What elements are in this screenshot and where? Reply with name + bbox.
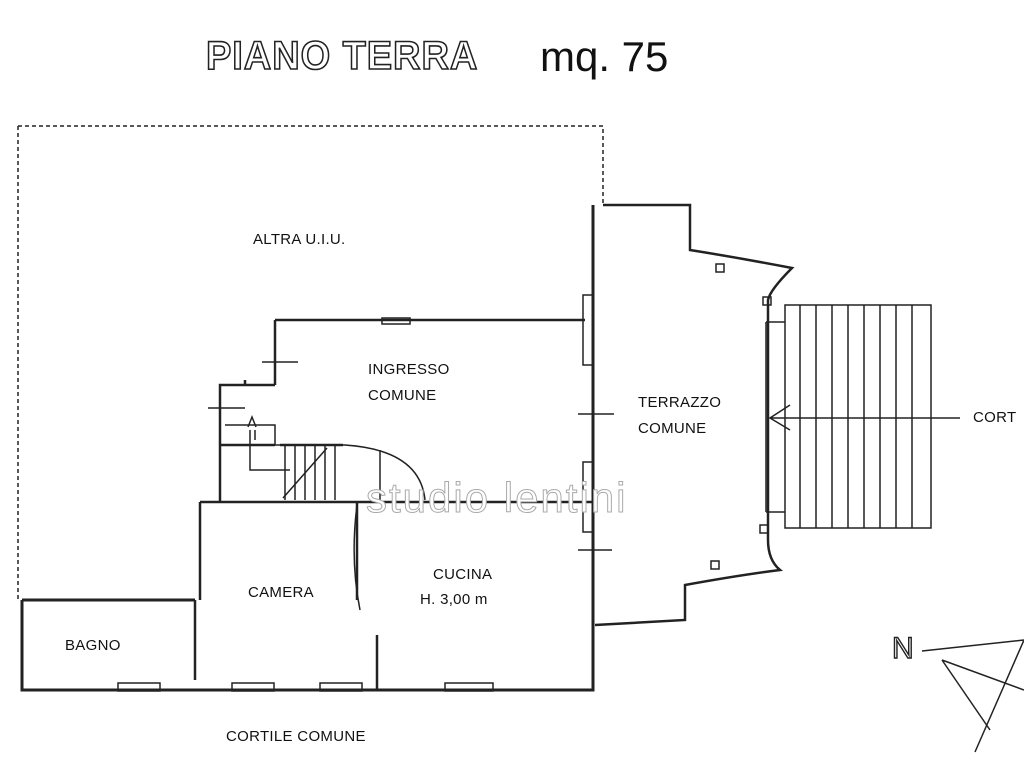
label-ingresso: INGRESSO — [368, 361, 450, 378]
label-cucina: CUCINA — [433, 566, 493, 583]
label-camera: CAMERA — [248, 584, 314, 601]
external-stairs — [765, 304, 932, 529]
floor-title: PIANO TERRA — [205, 34, 479, 78]
floor-area: mq. 75 — [540, 33, 669, 80]
label-altra-uiu: ALTRA U.I.U. — [253, 231, 346, 248]
outer-walls — [20, 205, 595, 692]
north-label: N — [891, 631, 914, 665]
label-ingresso-comune: COMUNE — [368, 387, 437, 404]
interior-walls — [193, 318, 593, 690]
interior-stair — [225, 414, 426, 501]
label-cucina-height: H. 3,00 m — [420, 591, 488, 608]
camera-door-arc — [353, 504, 361, 611]
label-cortile-right: CORT — [973, 409, 1017, 426]
terrace-columns — [710, 263, 772, 570]
label-terrazzo-comune: COMUNE — [638, 420, 707, 437]
door-marks — [208, 361, 614, 551]
label-terrazzo: TERRAZZO — [638, 394, 722, 411]
other-unit-boundary — [17, 125, 604, 600]
compass-icon — [921, 639, 1024, 753]
terrace-outline — [594, 203, 795, 627]
label-cortile-comune: CORTILE COMUNE — [226, 728, 366, 745]
watermark: studio lentini — [365, 474, 628, 522]
label-bagno: BAGNO — [65, 637, 121, 654]
entrance-arrow — [768, 404, 960, 431]
windows — [117, 294, 594, 692]
